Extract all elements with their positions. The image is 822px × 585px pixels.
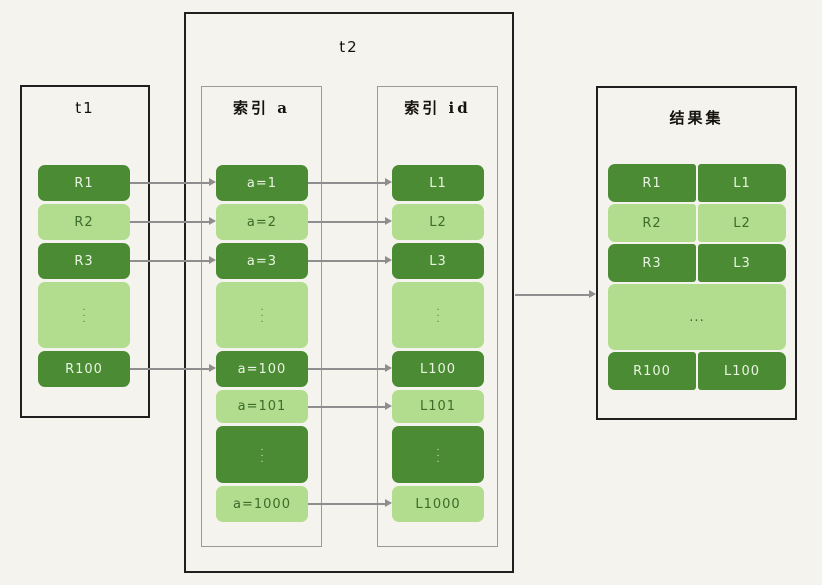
vertical-ellipsis-icon: ... bbox=[260, 303, 264, 325]
panel-index-a-title: 索引 a bbox=[233, 99, 290, 117]
index-a-row-a100-label: a=100 bbox=[237, 361, 287, 377]
result-row-1-right-label: L1 bbox=[733, 175, 751, 191]
result-row-ellipsis: ... bbox=[608, 284, 786, 350]
index-a-row-a2-label: a=2 bbox=[246, 214, 278, 230]
result-row-3-left[interactable]: R3 bbox=[608, 244, 696, 282]
index-id-row-l2-label: L2 bbox=[429, 214, 447, 230]
result-row-1-right[interactable]: L1 bbox=[698, 164, 786, 202]
vertical-ellipsis-icon: ... bbox=[260, 442, 264, 465]
index-a-row-a1[interactable]: a=1 bbox=[216, 165, 308, 201]
connector-r1-to-a1 bbox=[130, 182, 209, 184]
index-id-row-l1000[interactable]: L1000 bbox=[392, 486, 484, 522]
index-id-row-l100[interactable]: L100 bbox=[392, 351, 484, 387]
vertical-ellipsis-icon: ... bbox=[436, 442, 440, 465]
connector-a1000-to-l1000 bbox=[308, 503, 385, 505]
index-a-row-a2[interactable]: a=2 bbox=[216, 204, 308, 240]
result-row-3-right[interactable]: L3 bbox=[698, 244, 786, 282]
t1-row-r2[interactable]: R2 bbox=[38, 204, 130, 240]
vertical-ellipsis-icon: ... bbox=[436, 303, 440, 325]
index-a-row-a1-label: a=1 bbox=[246, 175, 278, 191]
t1-row-r2-label: R2 bbox=[74, 214, 94, 230]
index-id-row-l1[interactable]: L1 bbox=[392, 165, 484, 201]
result-row-1-left[interactable]: R1 bbox=[608, 164, 696, 202]
t1-row-r1[interactable]: R1 bbox=[38, 165, 130, 201]
result-row-2-right[interactable]: L2 bbox=[698, 204, 786, 242]
result-row-5-left[interactable]: R100 bbox=[608, 352, 696, 390]
result-row-2-left-label: R2 bbox=[642, 215, 662, 231]
arrowhead-a2-to-l2 bbox=[385, 217, 392, 225]
index-a-row-a100[interactable]: a=100 bbox=[216, 351, 308, 387]
connector-r2-to-a2 bbox=[130, 221, 209, 223]
connector-a101-to-l101 bbox=[308, 406, 385, 408]
index-a-row-a3[interactable]: a=3 bbox=[216, 243, 308, 279]
index-a-row-a101[interactable]: a=101 bbox=[216, 390, 308, 423]
t1-row-r3-label: R3 bbox=[74, 253, 94, 269]
arrowhead-r100-to-a100 bbox=[209, 364, 216, 372]
arrowhead-a101-to-l101 bbox=[385, 402, 392, 410]
result-row-5-right[interactable]: L100 bbox=[698, 352, 786, 390]
index-a-row-a1000-label: a=1000 bbox=[233, 496, 291, 512]
arrowhead-a1000-to-l1000 bbox=[385, 499, 392, 507]
index-id-row-l1-label: L1 bbox=[429, 175, 447, 191]
result-row-3-right-label: L3 bbox=[733, 255, 751, 271]
index-id-row-l100-label: L100 bbox=[419, 361, 457, 377]
arrowhead-a3-to-l3 bbox=[385, 256, 392, 264]
result-row-1-left-label: R1 bbox=[642, 175, 662, 191]
panel-result-set-title: 结果集 bbox=[669, 109, 724, 127]
arrowhead-r2-to-a2 bbox=[209, 217, 216, 225]
connector-t2-to-result-set bbox=[515, 294, 589, 296]
result-row-2-right-label: L2 bbox=[733, 215, 751, 231]
index-a-row-a3-label: a=3 bbox=[246, 253, 278, 269]
arrowhead-a1-to-l1 bbox=[385, 178, 392, 186]
arrowhead-r1-to-a1 bbox=[209, 178, 216, 186]
arrowhead-a100-to-l100 bbox=[385, 364, 392, 372]
index-id-row-ellipsis-2: ... bbox=[392, 426, 484, 483]
index-id-row-ellipsis-1: ... bbox=[392, 282, 484, 348]
result-row-3-left-label: R3 bbox=[642, 255, 662, 271]
connector-r100-to-a100 bbox=[130, 368, 209, 370]
connector-a2-to-l2 bbox=[308, 221, 385, 223]
index-a-row-a1000[interactable]: a=1000 bbox=[216, 486, 308, 522]
vertical-ellipsis-icon: ... bbox=[82, 303, 86, 325]
connector-r3-to-a3 bbox=[130, 260, 209, 262]
panel-t1-title: t1 bbox=[75, 99, 95, 117]
connector-a1-to-l1 bbox=[308, 182, 385, 184]
connector-a3-to-l3 bbox=[308, 260, 385, 262]
result-row-5-right-label: L100 bbox=[723, 363, 761, 379]
panel-t2-title: t2 bbox=[339, 38, 359, 56]
t1-row-r100-label: R100 bbox=[65, 361, 103, 377]
connector-a100-to-l100 bbox=[308, 368, 385, 370]
t1-row-r1-label: R1 bbox=[74, 175, 94, 191]
index-a-row-a101-label: a=101 bbox=[237, 399, 287, 414]
result-row-2-left[interactable]: R2 bbox=[608, 204, 696, 242]
index-a-row-ellipsis-2: ... bbox=[216, 426, 308, 483]
t1-row-ellipsis: ... bbox=[38, 282, 130, 348]
result-row-5-left-label: R100 bbox=[633, 363, 671, 379]
index-id-row-l101[interactable]: L101 bbox=[392, 390, 484, 423]
index-id-row-l1000-label: L1000 bbox=[415, 496, 461, 512]
t1-row-r3[interactable]: R3 bbox=[38, 243, 130, 279]
index-a-row-ellipsis-1: ... bbox=[216, 282, 308, 348]
arrowhead-t2-to-result-set bbox=[589, 290, 596, 298]
panel-index-id-title: 索引 id bbox=[404, 99, 471, 117]
index-id-row-l3-label: L3 bbox=[429, 253, 447, 269]
t1-row-r100[interactable]: R100 bbox=[38, 351, 130, 387]
arrowhead-r3-to-a3 bbox=[209, 256, 216, 264]
index-id-row-l2[interactable]: L2 bbox=[392, 204, 484, 240]
vertical-ellipsis-icon: ... bbox=[689, 309, 705, 325]
index-id-row-l101-label: L101 bbox=[419, 399, 457, 414]
index-id-row-l3[interactable]: L3 bbox=[392, 243, 484, 279]
